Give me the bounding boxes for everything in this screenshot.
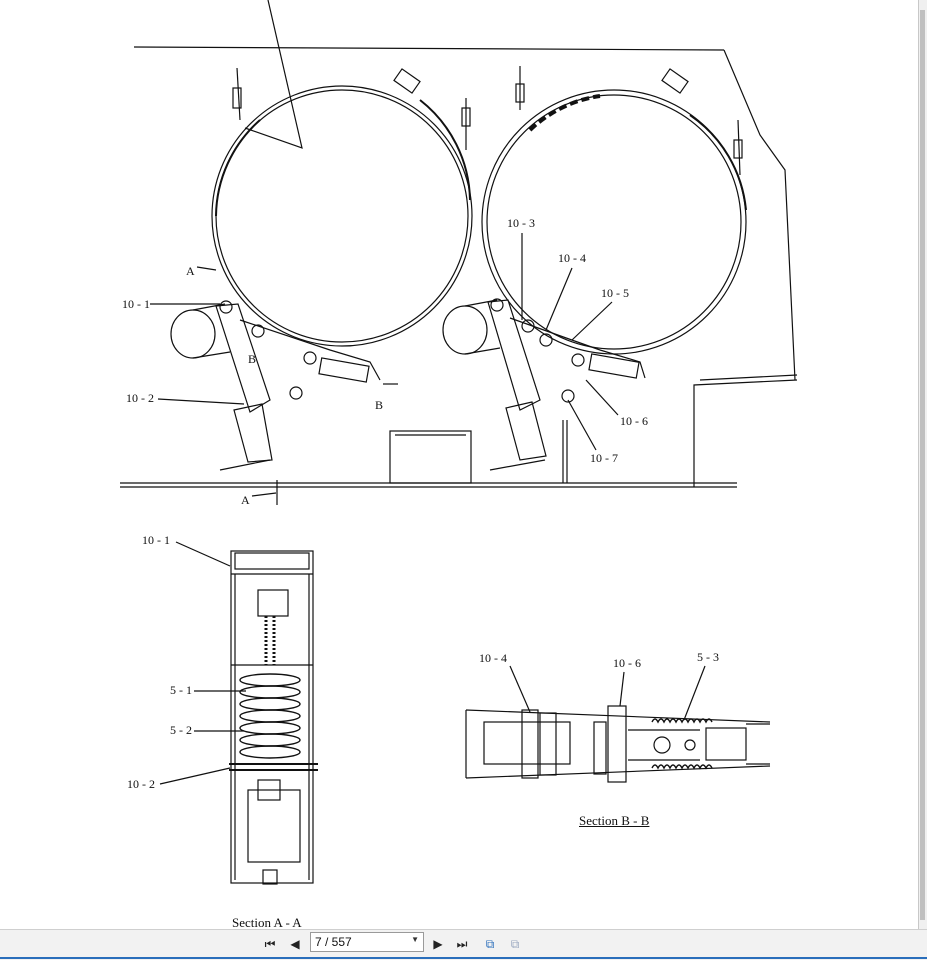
previous-page-icon[interactable]: ◀ (290, 937, 300, 951)
section-marker-b-left: B (248, 352, 257, 366)
last-page-icon[interactable]: ⏭ (456, 936, 468, 951)
label-10-6-section-b: 10 - 6 (613, 656, 641, 670)
label-10-6: 10 - 6 (620, 414, 648, 428)
label-10-7: 10 - 7 (590, 451, 618, 465)
scrollbar-thumb[interactable] (920, 10, 925, 920)
caption-section-a: Section A - A (232, 915, 302, 930)
technical-drawing (120, 0, 798, 885)
caption-section-b: Section B - B (579, 813, 650, 828)
next-page-icon[interactable]: ▶ (433, 937, 443, 951)
label-10-2-section-a: 10 - 2 (127, 777, 155, 791)
window-bottom-border (0, 957, 927, 959)
label-10-5: 10 - 5 (601, 286, 629, 300)
document-viewer: 10 - 1 10 - 2 10 - 3 10 - 4 10 - 5 10 - … (120, 0, 927, 930)
chevron-down-icon: ▼ (411, 935, 419, 944)
label-10-4: 10 - 4 (558, 251, 586, 265)
document-page: 10 - 1 10 - 2 10 - 3 10 - 4 10 - 5 10 - … (120, 0, 798, 930)
section-marker-a-bottom: A (241, 493, 250, 507)
copy-disabled-icon: ⧉ (510, 936, 520, 951)
label-10-3: 10 - 3 (507, 216, 535, 230)
page-number-select[interactable]: 7 / 557 ▼ (310, 932, 424, 952)
first-page-icon[interactable]: ⏮ (264, 936, 276, 951)
section-marker-a-top: A (186, 264, 195, 278)
label-10-2: 10 - 2 (126, 391, 154, 405)
label-5-3: 5 - 3 (697, 650, 719, 664)
section-marker-b-right: B (375, 398, 384, 412)
label-10-1-section-a: 10 - 1 (142, 533, 170, 547)
label-5-1: 5 - 1 (170, 683, 192, 697)
label-5-2: 5 - 2 (170, 723, 192, 737)
page-indicator: 7 / 557 (315, 935, 352, 949)
copy-page-icon[interactable]: ⧉ (485, 936, 495, 951)
navigation-toolbar (0, 929, 927, 960)
label-10-1: 10 - 1 (122, 297, 150, 311)
label-10-4-section-b: 10 - 4 (479, 651, 507, 665)
